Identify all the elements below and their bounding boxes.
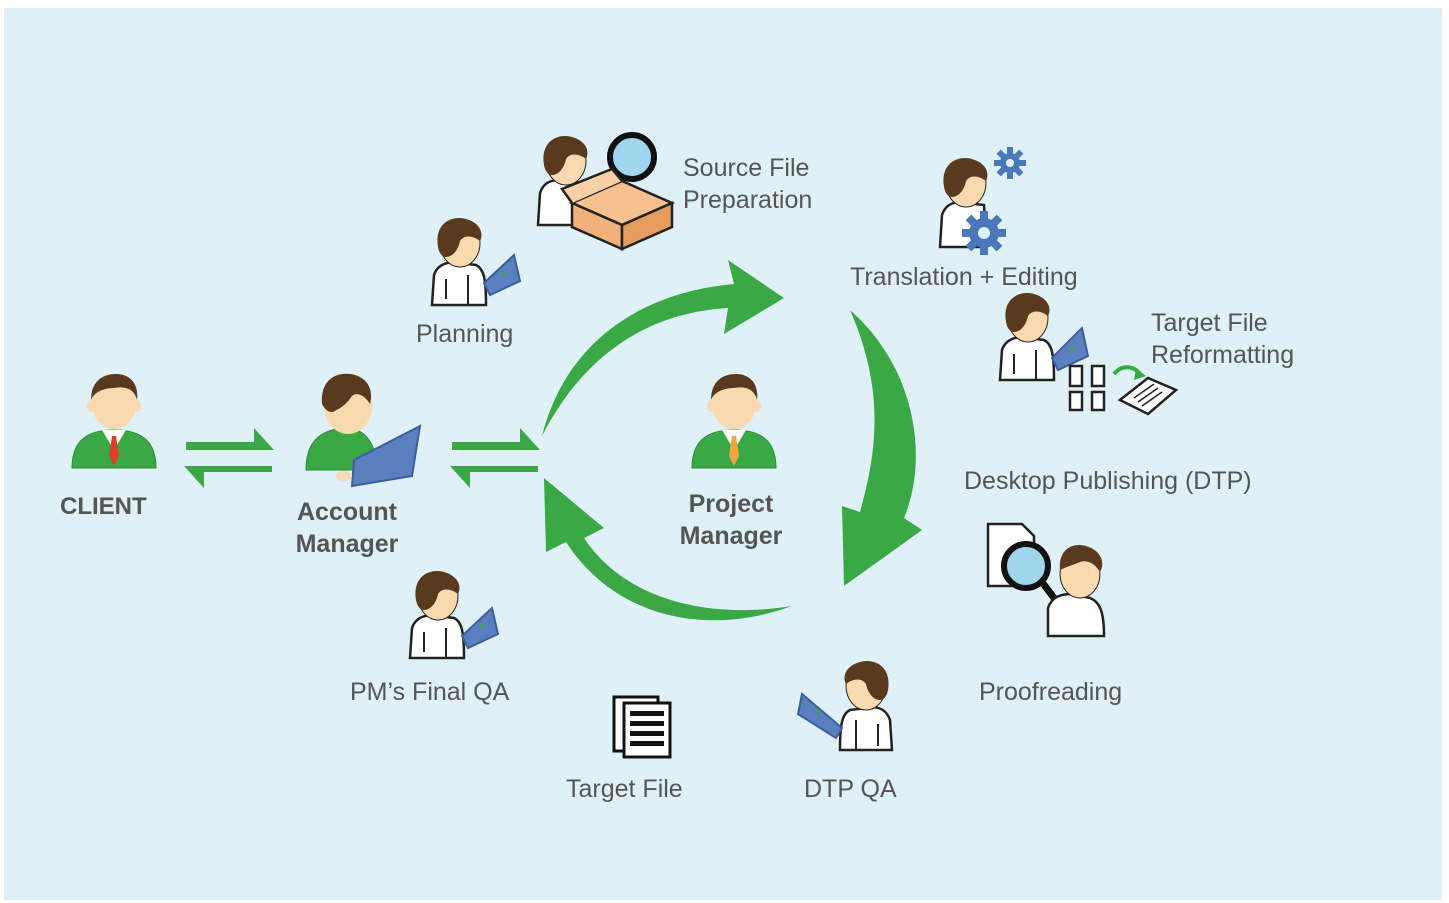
proofreading-icon <box>986 522 1106 638</box>
source-file-label-line1: Source File <box>683 154 810 182</box>
account-manager-label: Account Manager <box>284 496 410 560</box>
proofreading-label: Proofreading <box>979 678 1123 706</box>
source-file-label-line2: Preparation <box>683 186 813 214</box>
translation-editing-label: Translation + Editing <box>850 263 1078 291</box>
reformatting-documents-icon <box>1068 364 1179 416</box>
client-person-icon <box>71 374 157 469</box>
target-file-document-icon <box>612 695 672 759</box>
target-file-reformatting-person-icon <box>998 293 1090 382</box>
planning-person-icon <box>430 218 522 307</box>
account-manager-label-line1: Account <box>297 498 397 526</box>
account-pm-exchange-arrows <box>450 428 540 488</box>
account-manager-laptop-icon <box>305 373 422 488</box>
dtp-qa-person-icon <box>796 661 894 752</box>
source-file-preparation-label: Source File Preparation <box>683 152 812 216</box>
target-file-reformatting-label: Target File Reformatting <box>1151 307 1294 371</box>
desktop-publishing-label: Desktop Publishing (DTP) <box>964 467 1252 495</box>
dtp-qa-label: DTP QA <box>804 775 897 803</box>
client-label: CLIENT <box>60 493 147 520</box>
target-file-label: Target File <box>566 775 683 803</box>
project-manager-label-line1: Project <box>688 490 774 518</box>
planning-label: Planning <box>416 320 514 348</box>
project-manager-person-icon <box>691 374 777 469</box>
target-file-reformatting-line2: Reformatting <box>1151 341 1295 369</box>
account-manager-label-line2: Manager <box>295 530 399 558</box>
workflow-cycle-arrows <box>542 260 922 621</box>
client-account-exchange-arrows <box>184 428 274 488</box>
pm-final-qa-person-icon <box>408 571 500 660</box>
source-file-preparation-icon <box>536 132 676 251</box>
project-manager-label: Project Manager <box>668 488 794 552</box>
workflow-diagram: CLIENT Account Manager Project Manager S… <box>4 8 1442 900</box>
pm-final-qa-label: PM’s Final QA <box>350 678 510 706</box>
target-file-reformatting-line1: Target File <box>1151 309 1268 337</box>
project-manager-label-line2: Manager <box>679 522 783 550</box>
translation-editing-icon <box>938 147 1026 255</box>
